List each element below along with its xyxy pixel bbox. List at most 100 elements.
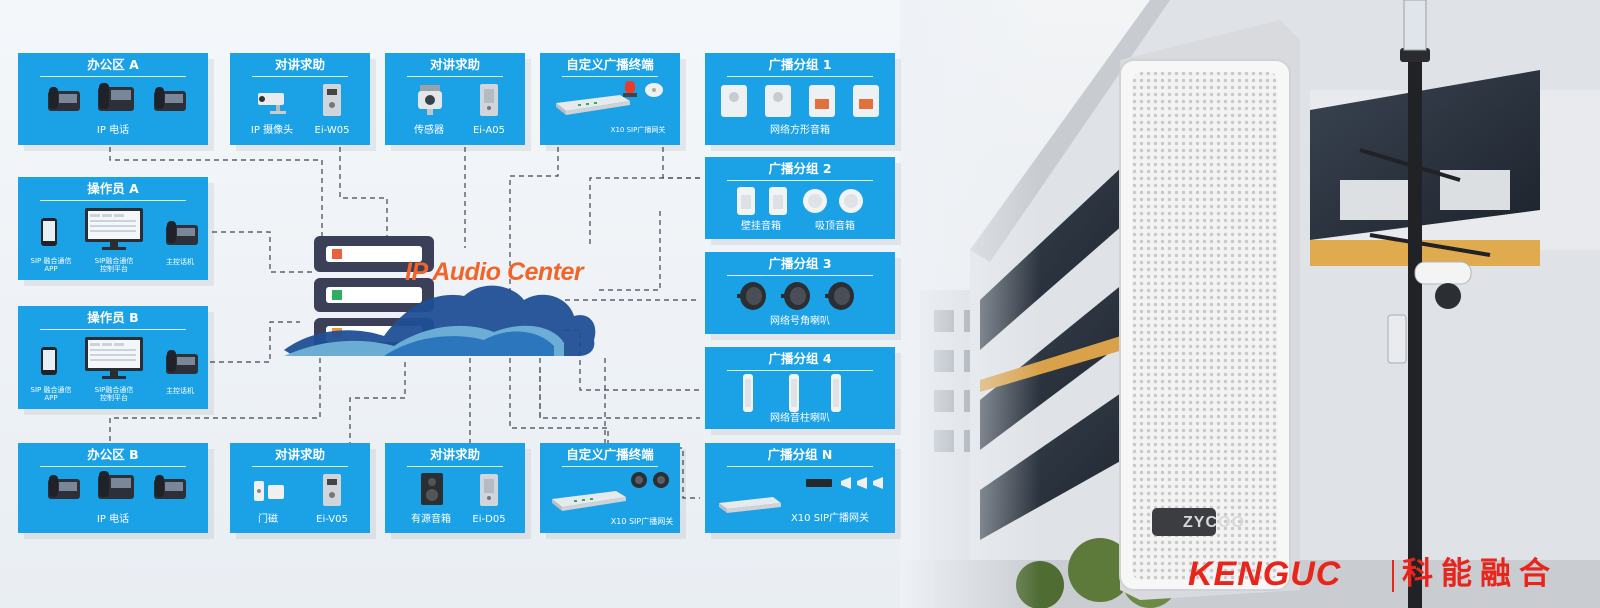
- tile-divider: [407, 466, 503, 467]
- tile-title: 对讲求助: [429, 447, 480, 462]
- square-speaker-icon: [853, 85, 879, 117]
- camera-label: IP 摄像头: [250, 125, 294, 136]
- app-label: SIP 融合通信 APP: [30, 386, 72, 402]
- horn-speaker-icon: [841, 477, 883, 489]
- tile-divider: [727, 370, 873, 371]
- door-sensor-icon: [254, 481, 284, 501]
- tile-title: 对讲求助: [274, 57, 325, 72]
- square-speaker-icon: [765, 85, 791, 117]
- ip-camera-icon: [258, 93, 286, 114]
- smartphone-icon: [41, 218, 57, 246]
- console-label: 主控话机: [166, 258, 194, 266]
- tile-divider: [252, 466, 348, 467]
- tile-custom-terminal-1: 自定义广播终端 X10 SIP广播网关: [540, 53, 680, 145]
- tile-title: 操作员 B: [87, 310, 139, 325]
- speaker-brand-badge: ZYCOO: [1183, 514, 1245, 531]
- tile-title: 自定义广播终端: [566, 447, 654, 462]
- wall-speaker-label: 壁挂音箱: [741, 221, 781, 232]
- tile-title: 自定义广播终端: [566, 57, 654, 72]
- horn-speaker-icon: [737, 282, 766, 310]
- device-label: Ei-W05: [314, 125, 350, 136]
- tile-intercom-4: 对讲求助 有源音箱 Ei-D05: [385, 443, 525, 533]
- tile-divider: [727, 180, 873, 181]
- ip-phone-icon: [48, 475, 80, 499]
- tile-operator-a: 操作员 A SIP 融合通信 APP SIP融合通信 控制平台 主控话机: [18, 177, 208, 280]
- ceiling-speaker-label: 吸顶音箱: [815, 221, 855, 232]
- tile-custom-terminal-2: 自定义广播终端 X10 SIP广播网关: [540, 443, 680, 533]
- ip-phone-icon: [154, 475, 186, 499]
- tile-intercom-3: 对讲求助 门磁 Ei-V05: [230, 443, 370, 533]
- tile-operator-b: 操作员 B SIP 融合通信 APP SIP融合通信 控制平台 主控话机: [18, 306, 208, 409]
- platform-label: SIP融合通信 控制平台: [94, 386, 134, 402]
- console-label: 主控话机: [166, 387, 194, 395]
- broadcast-gateway-icon: [552, 491, 626, 511]
- tile-office-b: 办公区 B IP 电话: [18, 443, 208, 533]
- tile-divider: [727, 275, 873, 276]
- tile-group-3: 广播分组 3 网络号角喇叭: [705, 252, 895, 334]
- building-photo: [900, 0, 1600, 608]
- gateway-label: X10 SIP广播网关: [610, 126, 666, 134]
- amplifier-icon: [806, 479, 832, 487]
- horn-speaker-icon: [781, 282, 810, 310]
- column-speaker-icon: [831, 374, 841, 412]
- brand-chinese-name: 科能融合: [1402, 556, 1558, 592]
- tile-divider: [252, 76, 348, 77]
- tile-group-n: 广播分组 N X10 SIP广播网关: [705, 443, 895, 533]
- tile-divider: [562, 466, 658, 467]
- tile-caption: IP 电话: [96, 514, 130, 525]
- audio-center-title: IP Audio Center: [405, 258, 584, 286]
- tile-title: 办公区 A: [87, 57, 139, 72]
- wall-speaker-icon: [737, 187, 755, 215]
- wall-speaker-icon: [769, 187, 787, 215]
- ceiling-speaker-icon: [839, 189, 863, 213]
- tile-divider: [40, 329, 186, 330]
- active-speaker-icon: [421, 473, 443, 505]
- tile-divider: [40, 466, 186, 467]
- tile-caption: 网络音柱喇叭: [770, 413, 830, 424]
- tile-group-2: 广播分组 2 壁挂音箱 吸顶音箱: [705, 157, 895, 239]
- tile-group-4: 广播分组 4 网络音柱喇叭: [705, 347, 895, 429]
- tile-title: 广播分组 3: [768, 256, 832, 271]
- monitor-icon: [85, 337, 143, 379]
- intercom-panel-icon: [480, 84, 498, 116]
- square-speaker-icon: [809, 85, 835, 117]
- tile-caption: IP 电话: [96, 125, 130, 136]
- device-label: Ei-V05: [316, 514, 348, 525]
- horn-speaker-icon: [825, 282, 854, 310]
- tile-divider: [407, 76, 503, 77]
- intercom-panel-icon: [480, 474, 498, 506]
- square-speaker-icon: [721, 85, 747, 117]
- tile-title: 对讲求助: [274, 447, 325, 462]
- horn-speaker-icon: [653, 472, 669, 488]
- column-speaker-icon: [743, 374, 753, 412]
- brand-divider: [1392, 560, 1394, 592]
- tile-divider: [562, 76, 658, 77]
- sensor-icon: [418, 85, 442, 115]
- broadcast-gateway-icon: [719, 497, 781, 513]
- tile-title: 广播分组 1: [768, 57, 832, 72]
- gateway-label: X10 SIP广播网关: [610, 517, 674, 526]
- tile-divider: [727, 466, 873, 467]
- app-label: SIP 融合通信 APP: [30, 257, 72, 273]
- tile-divider: [727, 76, 873, 77]
- intercom-panel-icon: [323, 474, 341, 506]
- intercom-panel-icon: [323, 84, 341, 116]
- ip-phone-icon: [98, 83, 134, 111]
- tile-caption: 网络号角喇叭: [770, 316, 830, 327]
- gateway-label: X10 SIP广播网关: [790, 513, 870, 524]
- brand-wordmark: KENGUC: [1188, 555, 1342, 593]
- tile-caption: 网络方形音箱: [770, 125, 830, 136]
- tile-divider: [40, 76, 186, 77]
- tile-intercom-1: 对讲求助 IP 摄像头 Ei-W05: [230, 53, 370, 145]
- ip-phone-icon: [98, 471, 134, 499]
- ip-phone-icon: [154, 87, 186, 111]
- device-label: Ei-A05: [472, 125, 506, 136]
- audio-center-server: [284, 236, 596, 356]
- smartphone-icon: [41, 347, 57, 375]
- platform-label: SIP融合通信 控制平台: [94, 257, 134, 273]
- connection-lines: [109, 147, 700, 499]
- tile-title: 广播分组 N: [767, 447, 833, 462]
- ceiling-speaker-icon: [803, 189, 827, 213]
- door-sensor-label: 门磁: [258, 514, 278, 525]
- tile-title: 广播分组 2: [768, 161, 832, 176]
